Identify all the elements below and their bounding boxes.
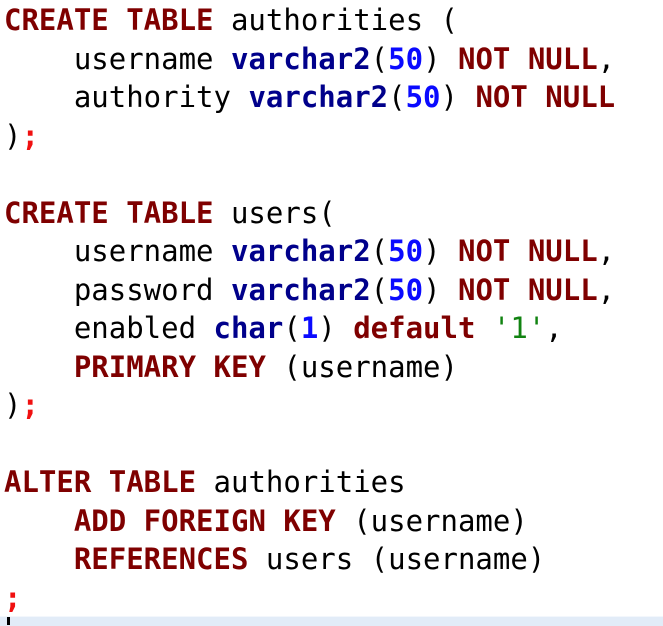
code-line: CREATE TABLE users( [4,194,615,233]
code-line: enabled char(1) default '1', [4,309,615,348]
code-line: ); [4,386,615,425]
token-number: 1 [300,311,319,345]
token-plain: ) [4,388,22,422]
code-line [4,425,615,464]
token-plain [475,311,492,345]
token-plain: users( [213,195,336,230]
token-semicolon: ; [21,118,39,153]
token-plain: , [597,234,616,268]
sql-code-block[interactable]: CREATE TABLE authorities ( username varc… [4,1,615,617]
code-line: ADD FOREIGN KEY (username) [4,502,615,541]
token-datatype: varchar2 [230,41,371,76]
token-keyword: PRIMARY KEY [73,349,266,384]
token-string: '1' [492,311,546,345]
token-keyword: NOT NULL [457,234,598,268]
token-plain [4,504,74,538]
token-number: 50 [388,272,424,307]
token-datatype: char [213,311,284,345]
token-plain: ( [370,41,389,76]
token-semicolon: ; [4,580,22,615]
token-keyword: NOT NULL [457,272,598,307]
code-line: ; [4,579,615,618]
token-plain: users (username) [248,542,546,576]
code-line: username varchar2(50) NOT NULL, [4,232,615,271]
code-line: authority varchar2(50) NOT NULL [4,78,615,117]
token-plain: (username) [265,349,458,384]
token-plain: ( [370,272,389,307]
token-plain: authorities [196,465,406,499]
code-line: ); [4,117,615,156]
token-plain: ( [370,234,389,268]
token-plain: ( [283,311,301,345]
code-line: PRIMARY KEY (username) [4,348,615,387]
token-plain: ( [388,80,406,114]
code-line: REFERENCES users (username) [4,540,615,579]
token-plain [4,542,74,576]
token-number: 50 [405,80,441,114]
token-plain: , [597,41,616,76]
token-datatype: varchar2 [230,272,371,307]
token-keyword: ALTER TABLE [4,465,197,499]
token-keyword: NOT NULL [475,80,616,114]
token-datatype: varchar2 [230,234,371,268]
token-semicolon: ; [21,388,39,422]
code-line: CREATE TABLE authorities ( [4,1,615,40]
token-keyword: CREATE TABLE [4,195,214,230]
token-keyword: REFERENCES [73,542,249,576]
token-plain: ) [4,118,22,153]
token-plain: (username) [335,503,528,538]
code-line [4,155,615,194]
token-number: 50 [388,41,424,76]
token-plain: authority [4,80,249,114]
token-plain: authorities ( [213,3,458,37]
token-plain: ) [423,272,458,307]
token-keyword: NOT NULL [457,41,598,76]
token-plain: , [545,311,563,345]
token-datatype: varchar2 [248,80,389,114]
token-keyword: ADD FOREIGN KEY [73,503,336,538]
token-plain [4,350,74,384]
token-number: 50 [388,234,424,268]
token-plain: , [597,272,616,307]
token-keyword: default [353,311,476,345]
text-cursor [7,617,10,625]
token-plain: enabled [4,311,214,345]
token-plain: ) [440,80,476,114]
horizontal-scrollbar[interactable] [0,616,663,626]
token-plain: username [4,41,231,76]
token-plain: ) [423,41,458,76]
token-keyword: CREATE TABLE [4,3,214,37]
code-line: password varchar2(50) NOT NULL, [4,271,615,310]
token-plain: username [4,234,231,268]
token-plain: ) [318,311,354,345]
token-plain: password [4,272,231,307]
code-line: username varchar2(50) NOT NULL, [4,40,615,79]
token-plain: ) [423,234,458,268]
code-line: ALTER TABLE authorities [4,463,615,502]
